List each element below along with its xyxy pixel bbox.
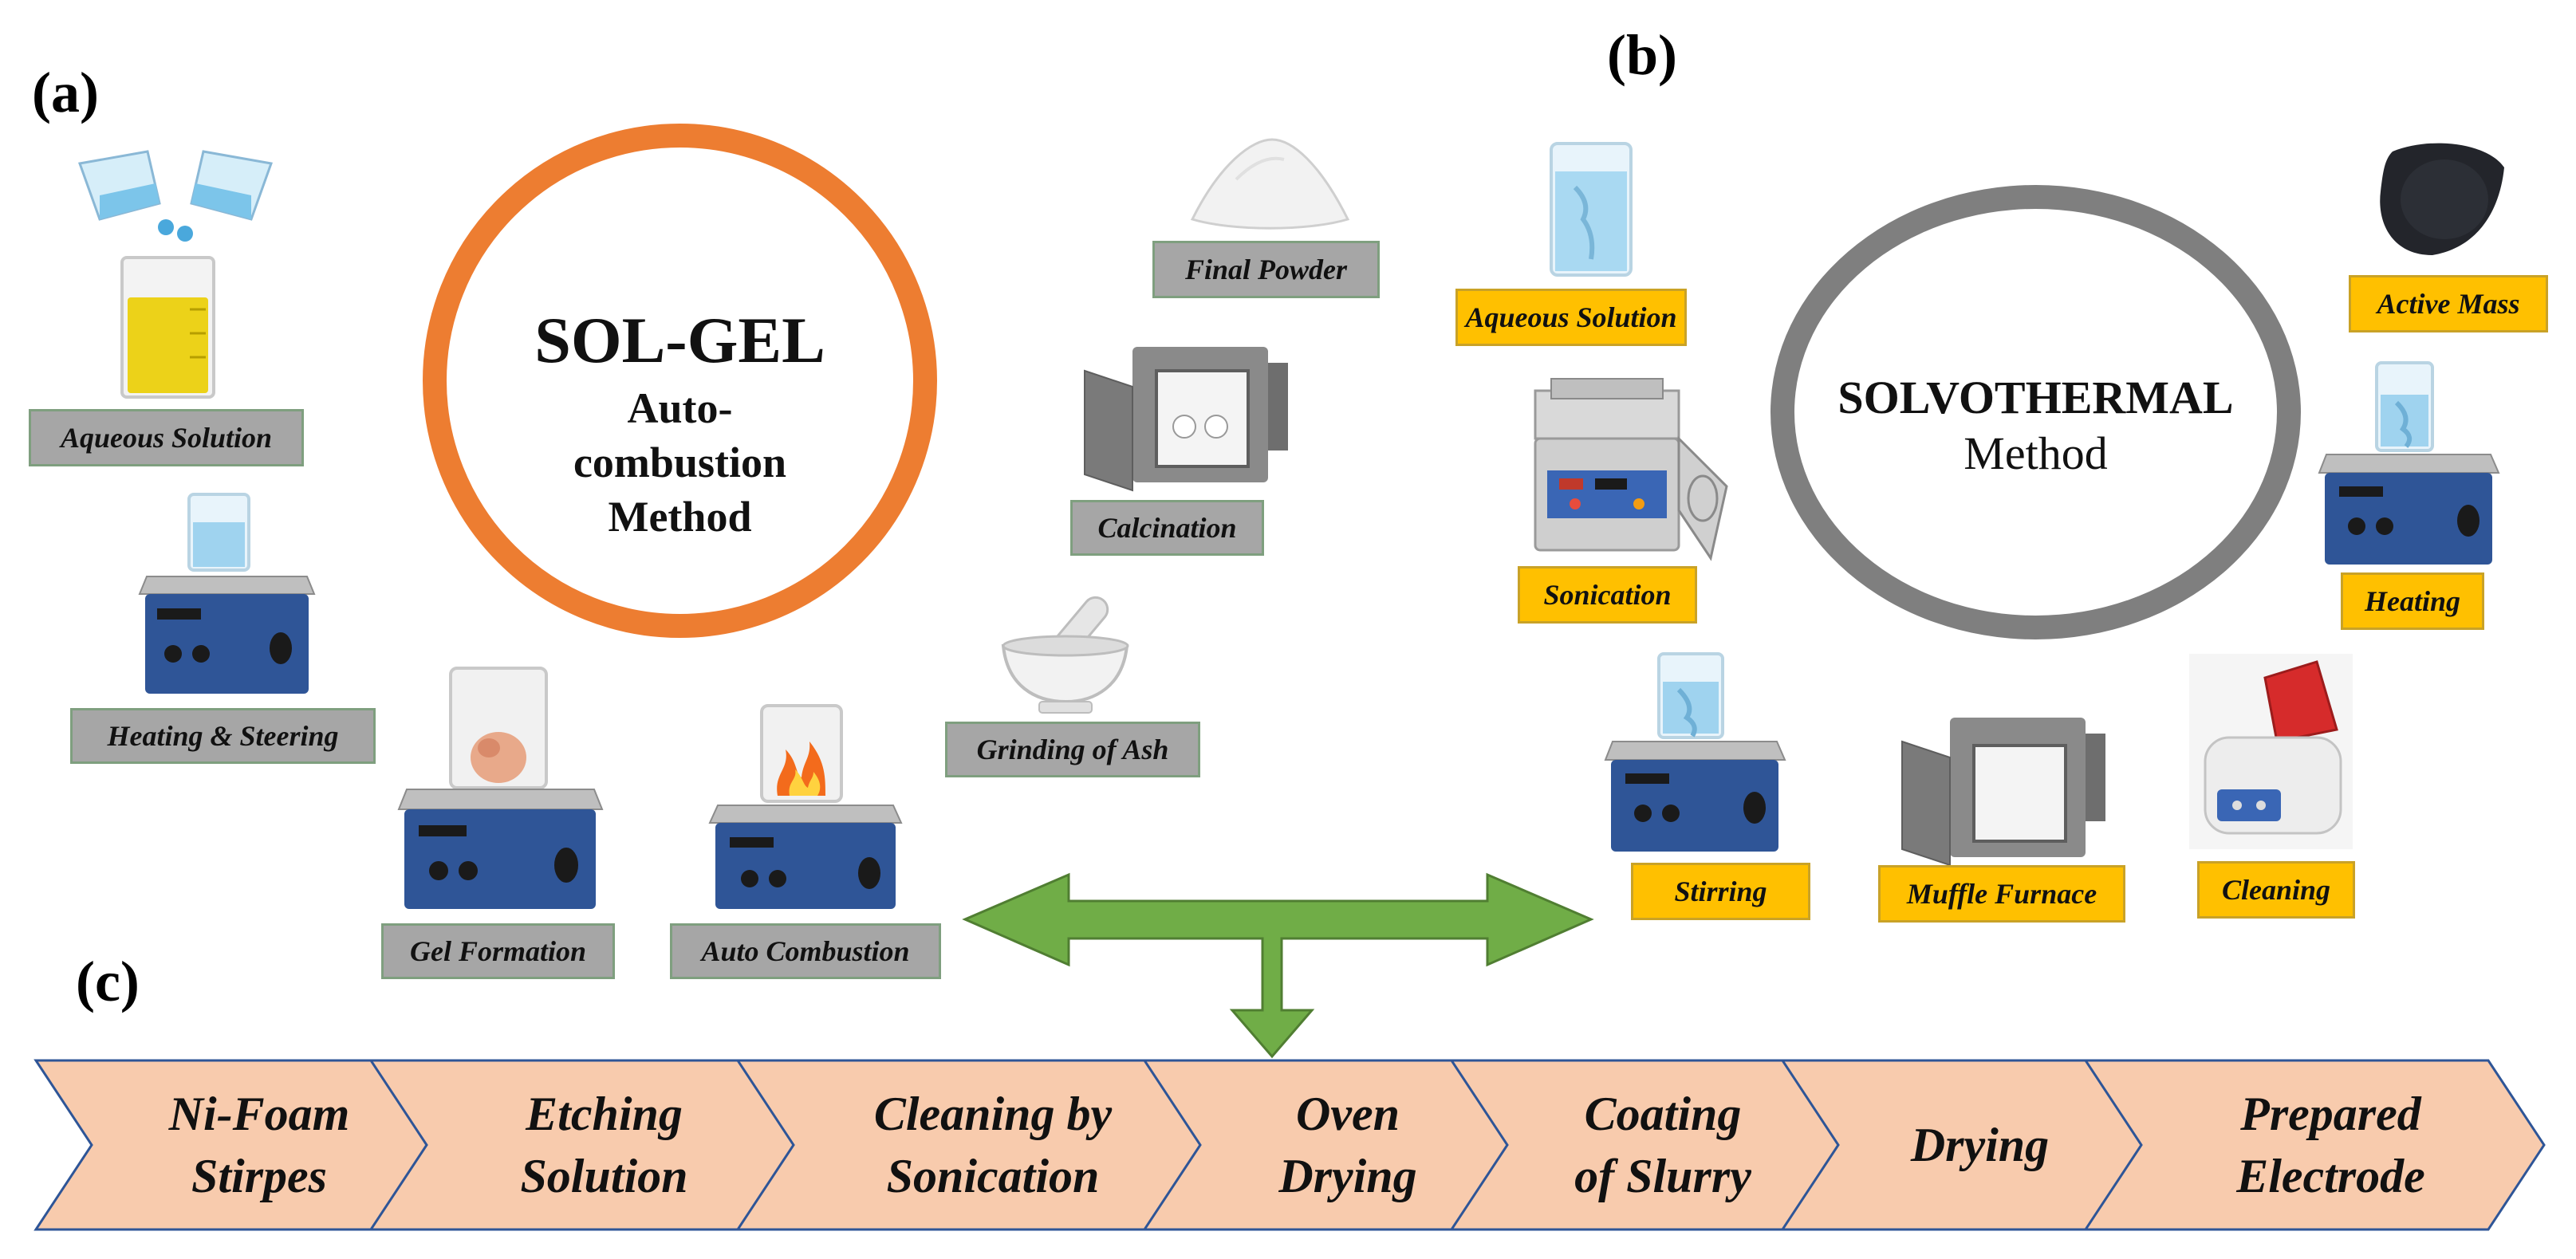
panel-label-c: (c) — [76, 950, 140, 1013]
aqueous-beaker-icon — [1550, 142, 1633, 277]
process-step-label: Etching Solution — [520, 1088, 688, 1202]
label-heating-steering: Heating & Steering — [70, 708, 376, 764]
process-step-label: Coating of Slurry — [1574, 1088, 1751, 1202]
solgel-subtitle-3: Method — [608, 493, 752, 541]
solvothermal-title: SOLVOTHERMAL — [1837, 372, 2234, 423]
label-muffle-furnace: Muffle Furnace — [1878, 865, 2125, 923]
hotplate-gel-icon — [397, 667, 604, 909]
panel-label-b: (b) — [1607, 23, 1677, 87]
label-active-mass: Active Mass — [2349, 275, 2548, 332]
label-stirring: Stirring — [1631, 863, 1810, 920]
label-heating: Heating — [2341, 572, 2484, 630]
process-step-shape — [2083, 1059, 2546, 1231]
active-mass-powder-icon — [2380, 143, 2504, 255]
process-step-label: Prepared Electrode — [2236, 1088, 2425, 1202]
label-cleaning: Cleaning — [2197, 861, 2355, 919]
powder-pile-icon — [1190, 138, 1350, 230]
process-step-label: Ni-Foam Stirpes — [168, 1088, 350, 1202]
process-step-label: Cleaning by Sonication — [873, 1088, 1113, 1202]
yellow-beaker-icon — [120, 256, 215, 399]
solgel-subtitle-1: Auto- — [627, 384, 733, 432]
heating-hotplate-icon — [2318, 361, 2500, 565]
label-auto-combustion: Auto Combustion — [670, 923, 941, 979]
pouring-cups-icon — [77, 150, 274, 242]
calcination-furnace-icon — [1084, 347, 1288, 492]
label-sonication: Sonication — [1518, 566, 1697, 624]
label-gel-formation: Gel Formation — [381, 923, 615, 979]
label-final-powder: Final Powder — [1152, 241, 1380, 298]
hotplate-fire-icon — [708, 704, 903, 909]
label-aqueous-solution-b: Aqueous Solution — [1455, 289, 1687, 346]
muffle-furnace-icon — [1901, 718, 2105, 867]
process-step-label: Drying — [1910, 1119, 2050, 1171]
process-step-label: Oven Drying — [1278, 1088, 1417, 1202]
ultrasonic-cleaner-icon — [1534, 378, 1728, 561]
panel-label-a: (a) — [32, 61, 99, 124]
label-aqueous-solution-a: Aqueous Solution — [29, 409, 304, 466]
label-calcination: Calcination — [1070, 500, 1264, 556]
label-grinding-of-ash: Grinding of Ash — [945, 722, 1200, 777]
hotplate-beaker-icon — [138, 493, 316, 694]
centrifuge-icon — [2189, 654, 2353, 849]
mortar-pestle-icon — [1001, 596, 1129, 714]
stirring-hotplate-icon — [1604, 652, 1786, 852]
solgel-title: SOL-GEL — [534, 304, 825, 376]
connector-arrow-icon — [962, 872, 1594, 1059]
solvothermal-subtitle: Method — [1964, 427, 2108, 479]
solgel-subtitle-2: combustion — [573, 439, 787, 486]
